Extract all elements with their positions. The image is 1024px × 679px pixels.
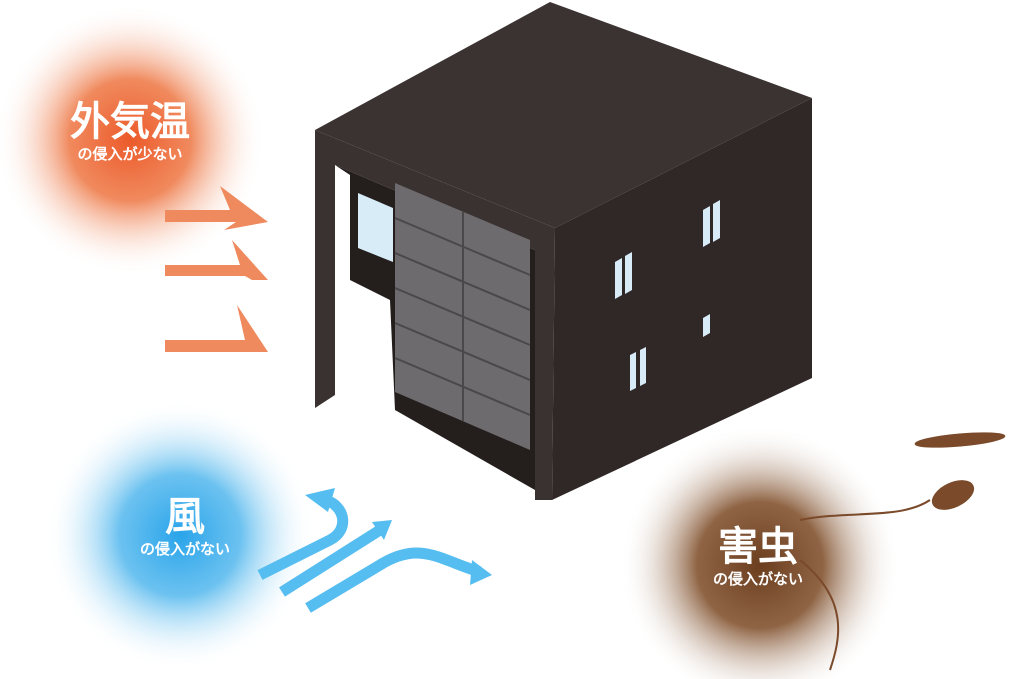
window	[358, 193, 393, 262]
temperature-subtitle: の侵入が少ない	[77, 145, 183, 163]
pest-icons	[799, 432, 1006, 671]
wind-arrows	[257, 494, 482, 613]
temperature-arrows	[165, 186, 268, 352]
pests-title: 害虫	[717, 524, 798, 570]
wind-subtitle: の侵入がない	[139, 540, 231, 558]
cockroach-icon	[931, 480, 975, 510]
wind-label: 風 の侵入がない	[140, 495, 230, 559]
pests-glow	[620, 425, 900, 679]
pests-subtitle: の侵入がない	[712, 570, 804, 588]
wind-title: 風	[164, 494, 205, 540]
centipede-icon	[914, 432, 1006, 448]
temperature-title: 外気温	[70, 99, 190, 145]
wind-glow	[45, 400, 315, 670]
pests-label: 害虫 の侵入がない	[713, 525, 803, 589]
temperature-glow	[0, 5, 265, 275]
house	[315, 2, 812, 500]
temperature-label: 外気温 の侵入が少ない	[70, 100, 190, 164]
side-windows	[615, 200, 720, 391]
